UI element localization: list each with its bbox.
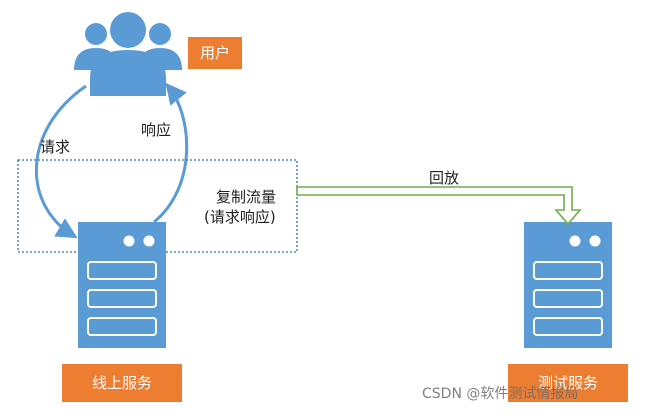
online-server-icon — [78, 222, 166, 348]
traffic-capture-box — [17, 159, 298, 253]
response-arrow — [153, 82, 189, 224]
response-label: 响应 — [141, 121, 172, 139]
request-label: 请求 — [40, 138, 71, 156]
online-service-label: 线上服务 — [62, 364, 182, 402]
copy-traffic-label: 复制流量 — [216, 188, 277, 206]
copy-traffic-sublabel: (请求响应) — [204, 208, 276, 226]
test-server-icon — [524, 222, 612, 348]
user-group-icon — [74, 12, 182, 96]
test-service-label: 测试服务 — [508, 364, 628, 402]
user-label: 用户 — [188, 37, 242, 69]
request-arrow — [34, 84, 87, 239]
replay-label: 回放 — [429, 169, 460, 187]
replay-arrow — [296, 186, 582, 226]
watermark: CSDN @软件测试情报局 — [422, 386, 579, 402]
